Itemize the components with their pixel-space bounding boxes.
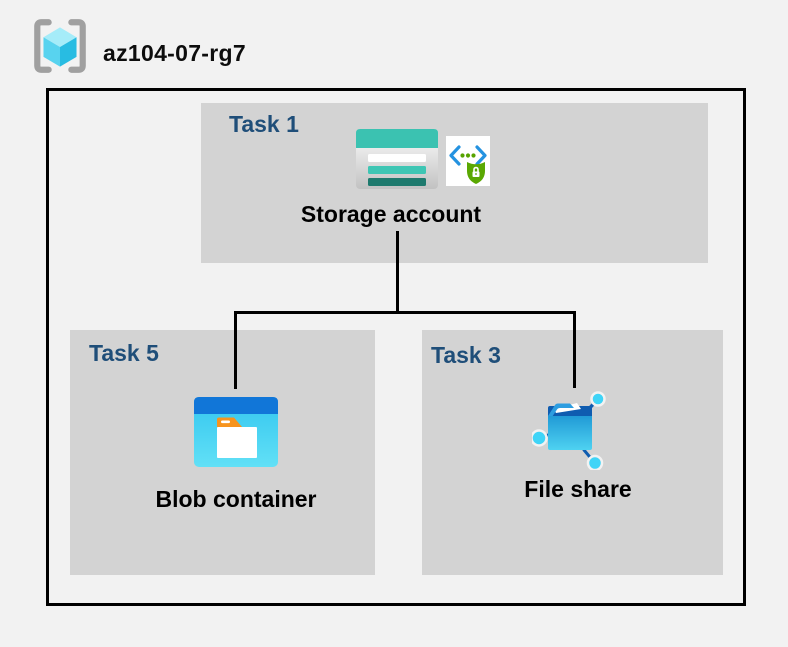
connector-storage-trunk [396,231,399,314]
connector-to-file-share [573,311,576,388]
file-share-icon [532,391,606,470]
storage-account-icon [356,129,438,189]
task1-box: Task 1 Storage account [201,103,708,263]
resource-group-boundary [46,88,746,606]
blob-container-label: Blob container [155,486,317,512]
task1-label: Task 1 [229,111,299,137]
resource-group-icon [34,19,86,73]
storage-account-label: Storage account [300,201,482,227]
secure-access-icon [446,136,490,186]
task3-label: Task 3 [431,342,501,368]
connector-to-blob-container [234,311,237,389]
resource-group-name: az104-07-rg7 [103,40,246,66]
task5-label: Task 5 [89,340,159,366]
task3-box: Task 3 File share [422,330,723,575]
task5-box: Task 5 Blob container [70,330,375,575]
connector-branch-horizontal [234,311,576,314]
file-share-label: File share [524,476,632,502]
blob-container-icon [194,397,278,467]
